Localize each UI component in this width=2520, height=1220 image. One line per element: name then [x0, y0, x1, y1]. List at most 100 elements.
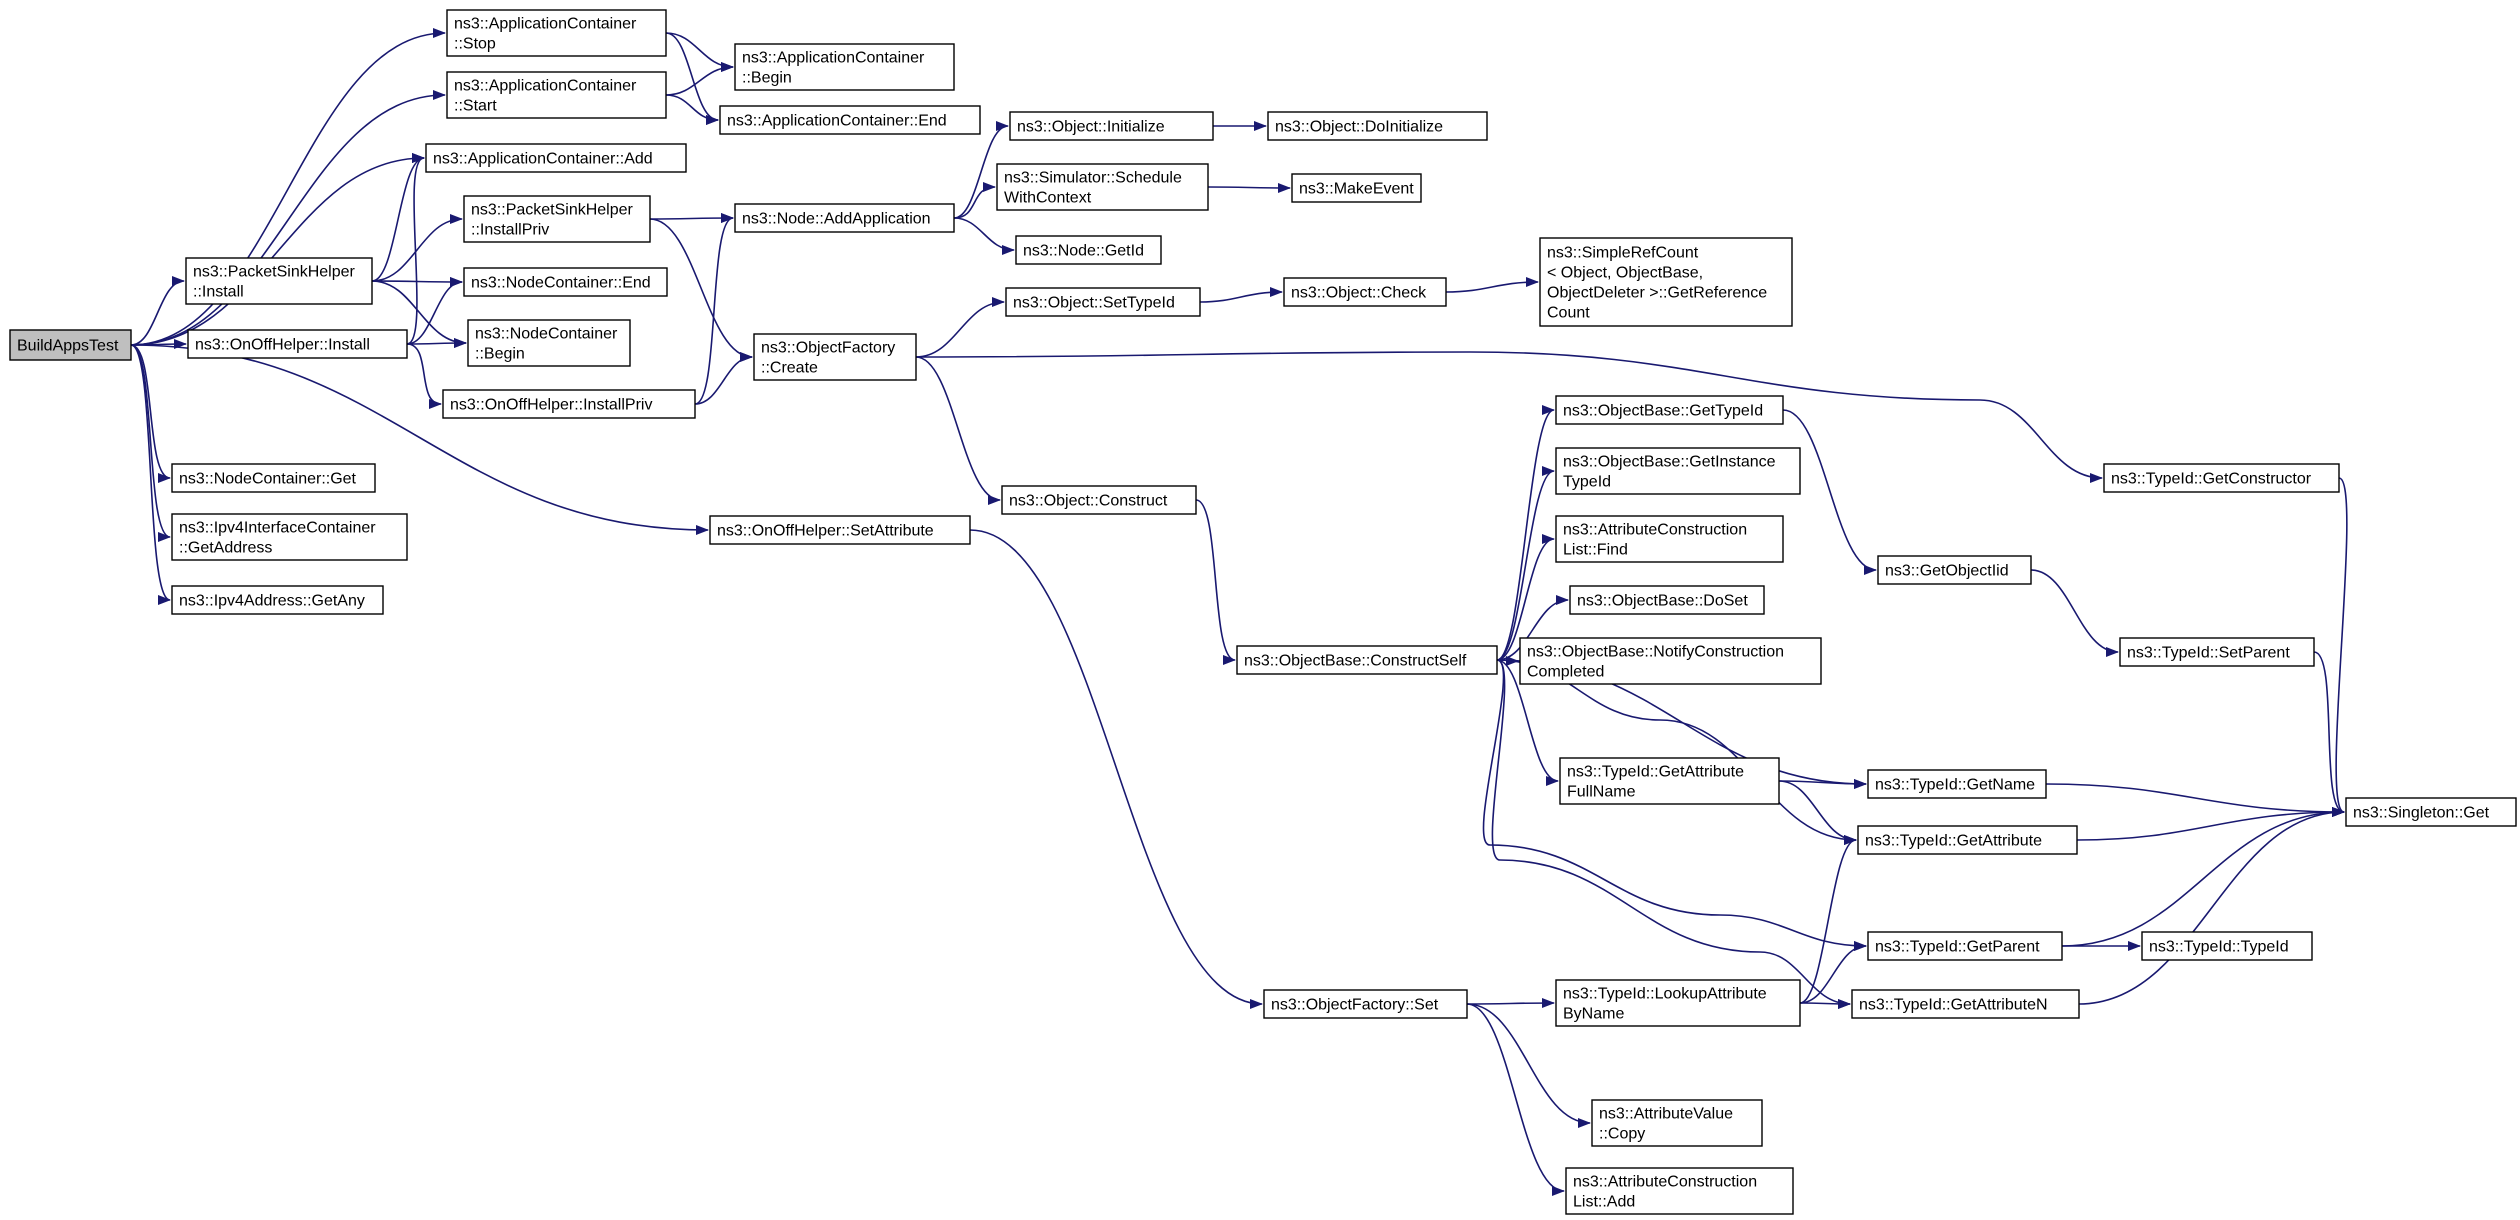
node-label-line: ns3::OnOffHelper::InstallPriv [450, 397, 652, 414]
graph-node-psh-installpriv[interactable]: ns3::PacketSinkHelper::InstallPriv [463, 195, 651, 243]
graph-node-tid-getconstructor[interactable]: ns3::TypeId::GetConstructor [2103, 463, 2340, 493]
edges-layer [130, 28, 2348, 1196]
node-label-line: ::Copy [1599, 1126, 1645, 1143]
graph-node-nc-end[interactable]: ns3::NodeContainer::End [463, 267, 668, 297]
node-label-line: ns3::ApplicationContainer [454, 78, 637, 95]
graph-node-makeevent[interactable]: ns3::MakeEvent [1291, 173, 1422, 203]
edge-buildapps--iic-getaddress [130, 344, 171, 542]
graph-node-tid-setparent[interactable]: ns3::TypeId::SetParent [2119, 637, 2315, 667]
node-label-line: ns3::ObjectFactory [761, 340, 895, 357]
node-label-line: ns3::Singleton::Get [2353, 805, 2490, 822]
graph-node-app-end[interactable]: ns3::ApplicationContainer::End [719, 105, 981, 135]
graph-node-of-set[interactable]: ns3::ObjectFactory::Set [1263, 989, 1468, 1019]
graph-node-singleton-get[interactable]: ns3::Singleton::Get [2345, 797, 2517, 827]
node-box [467, 319, 631, 367]
node-box [1283, 277, 1447, 307]
node-box [1015, 235, 1162, 265]
edge-psh-installpriv--of-create [649, 218, 753, 362]
node-label-line: ByName [1563, 1006, 1624, 1023]
graph-node-av-copy[interactable]: ns3::AttributeValue::Copy [1591, 1099, 1763, 1147]
graph-node-ipv4-getany[interactable]: ns3::Ipv4Address::GetAny [171, 585, 384, 615]
node-box [463, 195, 651, 243]
graph-node-node-addapp[interactable]: ns3::Node::AddApplication [734, 203, 955, 233]
graph-node-obj-doinitialize[interactable]: ns3::Object::DoInitialize [1267, 111, 1488, 141]
graph-node-simplerefcount-getreferencecount[interactable]: ns3::SimpleRefCount< Object, ObjectBase,… [1539, 237, 1793, 327]
node-label-line: ns3::ApplicationContainer::Add [433, 151, 653, 168]
edge-ooh-setattribute--of-set [969, 529, 1263, 1009]
edge-ooh-install--app-add [406, 153, 425, 345]
node-box [2141, 931, 2313, 961]
graph-node-app-start[interactable]: ns3::ApplicationContainer::Start [446, 71, 667, 119]
node-label-line: ns3::ApplicationContainer [454, 16, 637, 33]
graph-node-getobjectiid[interactable]: ns3::GetObjectIid [1877, 555, 2032, 585]
graph-node-tid-getattribute[interactable]: ns3::TypeId::GetAttribute [1857, 825, 2078, 855]
graph-node-tid-typeid[interactable]: ns3::TypeId::TypeId [2141, 931, 2313, 961]
graph-node-node-getid[interactable]: ns3::Node::GetId [1015, 235, 1162, 265]
node-box [1555, 515, 1784, 563]
edge-psh-install--app-add [371, 153, 425, 282]
graph-node-nc-get[interactable]: ns3::NodeContainer::Get [171, 463, 376, 493]
graph-node-nc-begin[interactable]: ns3::NodeContainer::Begin [467, 319, 631, 367]
node-label-line: ns3::PacketSinkHelper [193, 264, 356, 281]
graph-node-of-create[interactable]: ns3::ObjectFactory::Create [753, 333, 917, 381]
node-box [2103, 463, 2340, 493]
node-box [2119, 637, 2315, 667]
node-box [1555, 447, 1801, 495]
graph-node-obj-check[interactable]: ns3::Object::Check [1283, 277, 1447, 307]
graph-node-tid-getattributen[interactable]: ns3::TypeId::GetAttributeN [1851, 989, 2080, 1019]
edge-node-addapp--obj-initialize [953, 121, 1009, 219]
node-label-line: Completed [1527, 664, 1604, 681]
graph-node-ob-gettypeid[interactable]: ns3::ObjectBase::GetTypeId [1555, 395, 1784, 425]
graph-node-app-stop[interactable]: ns3::ApplicationContainer::Stop [446, 9, 667, 57]
graph-node-ob-notifyconstructioncompleted[interactable]: ns3::ObjectBase::NotifyConstructionCompl… [1519, 637, 1822, 685]
edge-buildapps--app-start [130, 90, 446, 346]
node-box [187, 329, 408, 359]
graph-node-tid-getparent[interactable]: ns3::TypeId::GetParent [1867, 931, 2063, 961]
node-label-line: ns3::Object::Initialize [1017, 119, 1165, 136]
edge-of-set--tid-lookupattributebyname [1466, 998, 1555, 1009]
node-label-line: ns3::ObjectBase::GetTypeId [1563, 403, 1763, 420]
node-label-line: ns3::Object::Check [1291, 285, 1427, 302]
graph-node-ob-constructself[interactable]: ns3::ObjectBase::ConstructSelf [1236, 645, 1498, 675]
edge-psh-install--psh-installpriv [371, 214, 463, 282]
node-label-line: BuildAppsTest [17, 338, 119, 355]
edge-of-create--tid-getconstructor [915, 351, 2103, 483]
node-box [1877, 555, 2032, 585]
node-box [425, 143, 687, 173]
node-box [1851, 989, 2080, 1019]
node-label-line: ns3::TypeId::GetConstructor [2111, 471, 2312, 488]
node-box [9, 329, 132, 361]
graph-node-buildapps[interactable]: BuildAppsTest [9, 329, 132, 361]
graph-node-iic-getaddress[interactable]: ns3::Ipv4InterfaceContainer::GetAddress [171, 513, 408, 561]
graph-node-ooh-installpriv[interactable]: ns3::OnOffHelper::InstallPriv [442, 389, 696, 419]
edge-psh-install--nc-begin [371, 280, 467, 348]
graph-node-obj-initialize[interactable]: ns3::Object::Initialize [1009, 111, 1214, 141]
node-label-line: ns3::Ipv4InterfaceContainer [179, 520, 376, 537]
graph-node-ob-doset[interactable]: ns3::ObjectBase::DoSet [1569, 585, 1765, 615]
node-box [734, 43, 955, 91]
graph-node-app-add[interactable]: ns3::ApplicationContainer::Add [425, 143, 687, 173]
edge-ooh-install--nc-end [406, 277, 463, 345]
graph-node-obj-settypeid[interactable]: ns3::Object::SetTypeId [1005, 287, 1201, 317]
graph-node-ooh-setattribute[interactable]: ns3::OnOffHelper::SetAttribute [709, 515, 971, 545]
node-box [185, 257, 373, 305]
edge-ob-constructself--acl-find [1496, 534, 1555, 661]
graph-node-app-begin[interactable]: ns3::ApplicationContainer::Begin [734, 43, 955, 91]
node-label-line: ns3::ObjectBase::NotifyConstruction [1527, 644, 1784, 661]
node-label-line: ::Begin [475, 346, 525, 363]
node-label-line: ns3::MakeEvent [1299, 181, 1414, 198]
graph-node-psh-install[interactable]: ns3::PacketSinkHelper::Install [185, 257, 373, 305]
edge-buildapps--app-add [130, 153, 425, 346]
node-label-line: List::Find [1563, 542, 1628, 559]
graph-node-tid-getname[interactable]: ns3::TypeId::GetName [1867, 769, 2047, 799]
graph-node-obj-construct[interactable]: ns3::Object::Construct [1001, 485, 1197, 515]
node-label-line: FullName [1567, 784, 1636, 801]
graph-node-ooh-install[interactable]: ns3::OnOffHelper::Install [187, 329, 408, 359]
